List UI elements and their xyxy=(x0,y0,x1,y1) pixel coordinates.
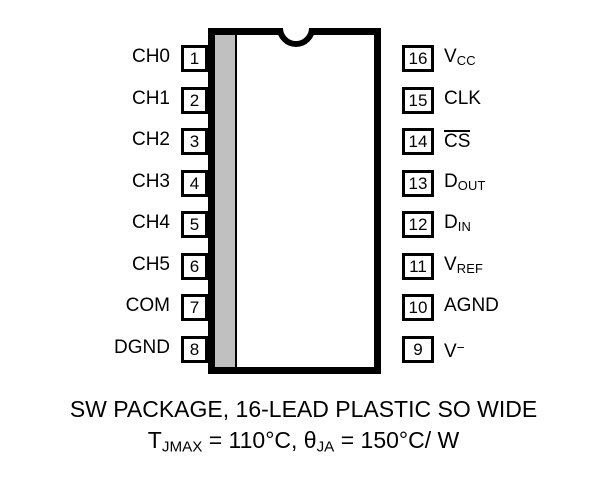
pin-box-16: 16 xyxy=(402,45,434,72)
pin-label-13-sub: OUT xyxy=(457,177,486,193)
pin-label-11-sub: REF xyxy=(456,260,484,276)
caption-tjmax-sub: JMAX xyxy=(161,438,203,456)
pin-label-16-sub: CC xyxy=(456,52,476,68)
caption-line-2: TJMAX = 110°C, θJA = 150°C/ W xyxy=(0,425,607,463)
pin-label-12-sub: IN xyxy=(457,218,472,234)
pin-label-14-text: CS xyxy=(444,130,471,152)
pin-label-12: DIN xyxy=(444,212,471,238)
pin-label-15: CLK xyxy=(444,88,481,110)
pin-label-8: DGND xyxy=(114,337,170,358)
pin-box-12: 12 xyxy=(402,211,434,238)
pin-label-4: CH3 xyxy=(131,171,170,192)
caption-theta-value: = 150°C/ W xyxy=(334,427,460,453)
pin-label-14: CS xyxy=(444,130,471,153)
pin-box-2: 2 xyxy=(181,87,208,114)
package-body-band xyxy=(215,35,237,367)
caption-tjmax-symbol: T xyxy=(147,427,162,453)
pin-box-4: 4 xyxy=(181,170,208,197)
pin-box-8: 8 xyxy=(181,336,208,363)
pin-label-15-text: CLK xyxy=(444,88,481,109)
caption-line-1: SW PACKAGE, 16-LEAD PLASTIC SO WIDE xyxy=(69,396,538,422)
pin-box-15: 15 xyxy=(402,87,434,114)
pin-label-9: V− xyxy=(444,337,465,363)
pin-box-7: 7 xyxy=(181,294,208,321)
pin-label-2: CH1 xyxy=(131,88,170,109)
pin-label-16-text: V xyxy=(444,46,457,67)
pin-label-5: CH4 xyxy=(131,212,170,233)
pin-label-9-text: V xyxy=(444,341,457,363)
pin-box-10: 10 xyxy=(402,294,434,321)
pin-label-16: VCC xyxy=(444,46,476,72)
pin-box-11: 11 xyxy=(402,253,434,280)
package-notch-icon xyxy=(277,28,315,48)
pin-box-13: 13 xyxy=(402,170,434,197)
pin-label-1: CH0 xyxy=(131,46,170,67)
pin-box-3: 3 xyxy=(181,128,208,155)
caption: SW PACKAGE, 16-LEAD PLASTIC SO WIDE TJMA… xyxy=(0,394,607,463)
pin-label-9-sup: − xyxy=(456,340,465,355)
pin-label-11: VREF xyxy=(444,254,483,280)
pin-label-12-text: D xyxy=(444,212,458,233)
pin-label-7: COM xyxy=(125,295,170,316)
pin-label-3: CH2 xyxy=(131,129,170,150)
pin-label-10-text: AGND xyxy=(444,295,499,316)
pin-box-5: 5 xyxy=(181,211,208,238)
pin-box-1: 1 xyxy=(181,45,208,72)
pin-label-11-text: V xyxy=(444,254,457,275)
pin-label-13: DOUT xyxy=(444,171,486,197)
pin-box-14: 14 xyxy=(402,128,434,155)
pin-label-6: CH5 xyxy=(131,254,170,275)
pin-box-9: 9 xyxy=(402,336,434,363)
caption-theta-sub: JA xyxy=(316,438,335,456)
package-body xyxy=(208,28,381,374)
pin-label-13-text: D xyxy=(444,171,458,192)
caption-tjmax-value: = 110°C, θ xyxy=(202,427,317,453)
pin-box-6: 6 xyxy=(181,253,208,280)
pin-label-10: AGND xyxy=(444,295,499,317)
